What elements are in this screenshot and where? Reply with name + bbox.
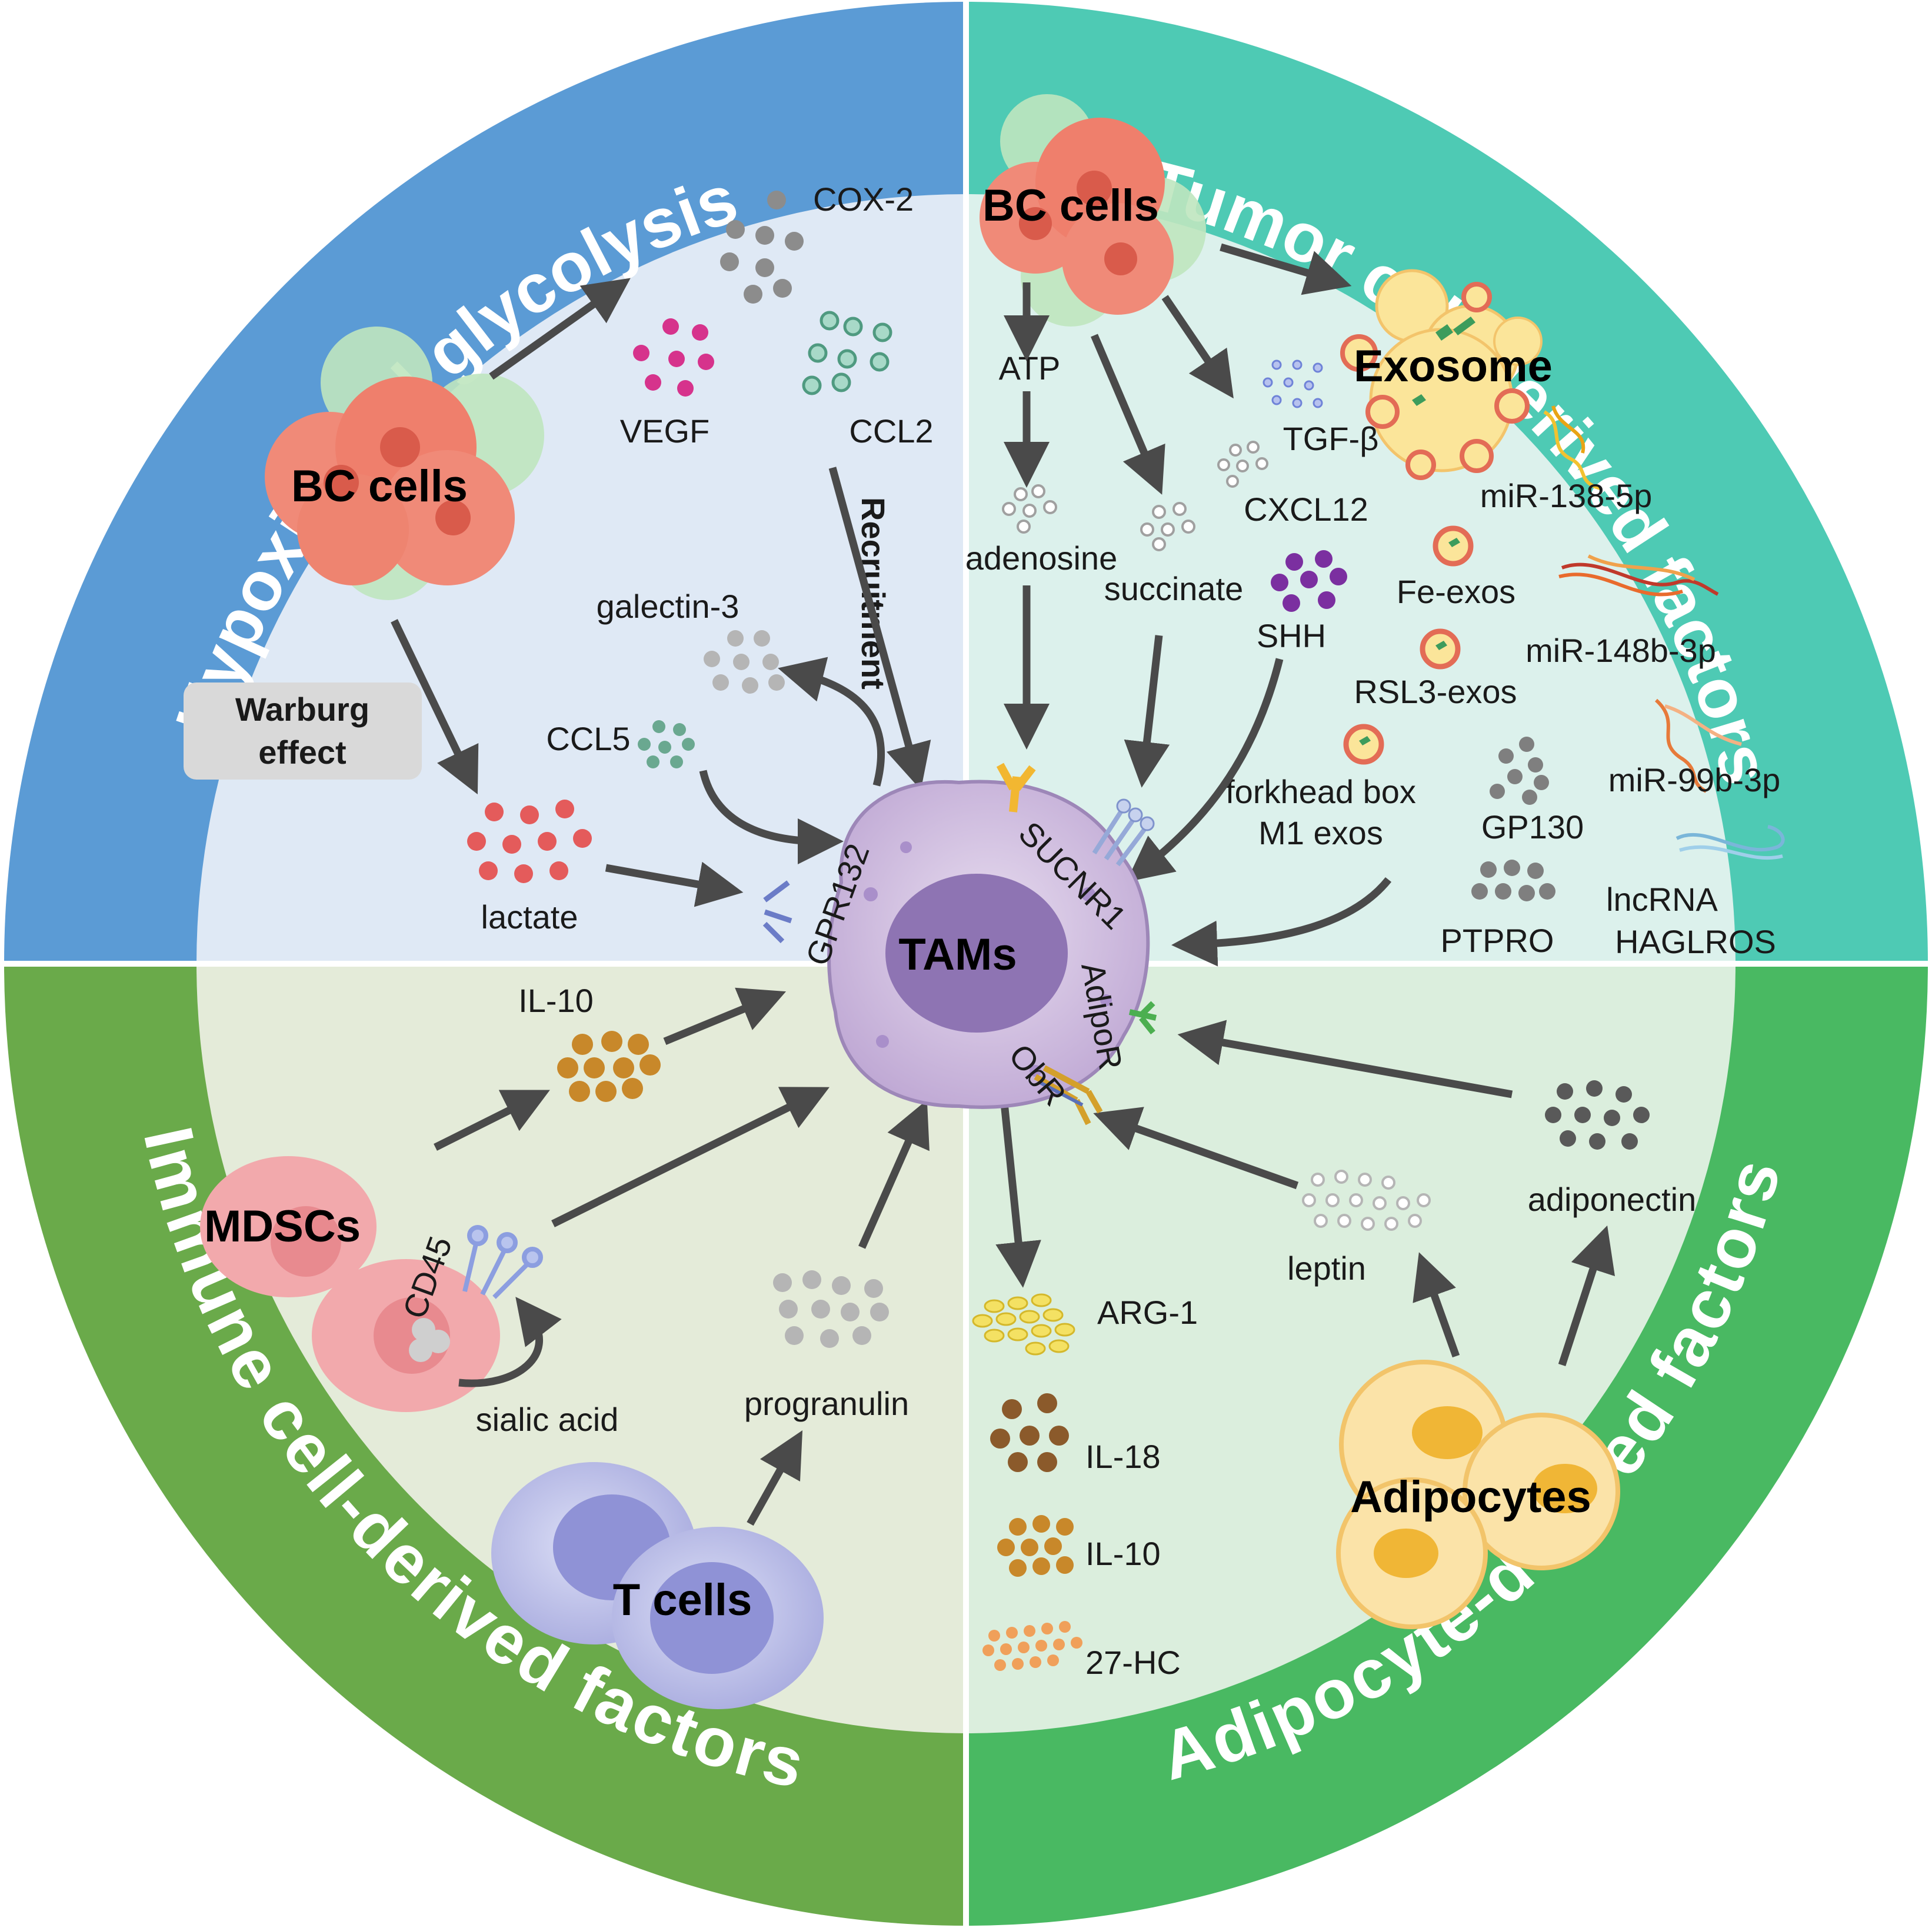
warburg-label-line1: Warburg [235,691,369,728]
27hc-label: 27-HC [1085,1644,1181,1681]
inner-quadrant-bottom-right [966,964,1736,1733]
fe-exos-label: Fe-exos [1397,573,1515,610]
succinate-particles [1140,502,1195,551]
lncrna-label-line2: HAGLROS [1615,923,1776,960]
mir138-label: miR-138-5p [1480,477,1653,514]
t-cells [491,1462,824,1709]
bc-cells-cluster-tumor [980,94,1206,327]
lncrna-label-line1: lncRNA [1606,881,1718,918]
galectin3-label: galectin-3 [597,588,740,625]
progranulin-label: progranulin [744,1385,909,1422]
tgfb-label: TGF-β [1283,420,1379,457]
t-cells-label: T cells [613,1575,752,1625]
ccl5-particles [638,720,695,768]
cd45-receptor [462,1225,543,1299]
adipocytes-cells [1336,1360,1620,1629]
mdscs-cells [200,1156,500,1412]
atp-label: ATP [999,349,1061,387]
il10-label-left: IL-10 [518,982,594,1019]
il18-particles [990,1393,1069,1472]
ptpro-label: PTPRO [1441,922,1554,959]
shh-label: SHH [1257,617,1326,654]
arg1-label: ARG-1 [1097,1294,1198,1331]
il10-particles-right [997,1515,1074,1577]
gp130-label: GP130 [1481,808,1584,845]
arrows-hypoxia [391,278,931,907]
cox2-particles [720,191,804,304]
il10-particles-left [557,1031,661,1102]
forkhead-label-line2: M1 exos [1258,814,1383,851]
adenosine-particles [1002,484,1057,534]
succinate-label: succinate [1104,570,1244,607]
cox2-label: COX-2 [813,181,914,218]
arrows-immune [434,987,930,1526]
adiponectin-label: adiponectin [1528,1181,1696,1218]
arg1-particles [972,1293,1075,1356]
exosome-label: Exosome [1354,341,1553,391]
bc-cells-cluster-hypoxia [265,327,544,600]
mir99b-label: miR-99b-3p [1608,761,1781,798]
arrows-adipocyte [995,1020,1615,1367]
vegf-particles [633,318,714,397]
leptin-label: leptin [1287,1250,1366,1287]
cxcl12-particles [1217,441,1268,488]
vegf-label: VEGF [620,412,709,450]
forkhead-label-line1: forkhead box [1225,773,1416,810]
adenosine-label: adenosine [965,540,1117,577]
receptor-glyphs [762,763,1157,1126]
ccl5-label: CCL5 [546,720,630,757]
cxcl12-label: CXCL12 [1244,491,1368,528]
il18-label: IL-18 [1085,1438,1161,1475]
tgfb-particles [1263,359,1323,408]
tam-cell [827,780,1150,1109]
ccl2-particles [802,311,892,395]
gp130-particles [1490,737,1549,805]
27hc-particles [982,1621,1082,1671]
rna-squiggles [1543,405,1785,860]
bc-cells-label-tumor: BC cells [982,181,1159,231]
adipocytes-label: Adipocytes [1350,1472,1591,1522]
mir148b-label: miR-148b-3p [1525,632,1716,669]
lactate-particles [467,800,592,883]
exos-icons [1343,525,1474,765]
shh-particles [1271,550,1347,612]
sialic-acid-label: sialic acid [476,1401,619,1438]
ptpro-particles [1471,860,1555,901]
mdscs-label: MDSCs [204,1201,361,1251]
warburg-box [184,682,422,780]
arrows-tumor [1004,243,1392,967]
rsl3-exos-label: RSL3-exos [1354,673,1517,710]
ccl2-label: CCL2 [849,412,933,450]
tams-label: TAMs [898,930,1017,980]
il10-label-right: IL-10 [1085,1535,1161,1572]
lactate-label: lactate [481,898,578,935]
warburg-label-line2: effect [258,734,346,771]
adiponectin-particles [1545,1080,1650,1150]
bc-cells-label-hypoxia: BC cells [291,461,468,511]
exosome-illustration [1340,269,1543,480]
progranulin-particles [773,1270,889,1348]
leptin-particles [1302,1170,1431,1231]
